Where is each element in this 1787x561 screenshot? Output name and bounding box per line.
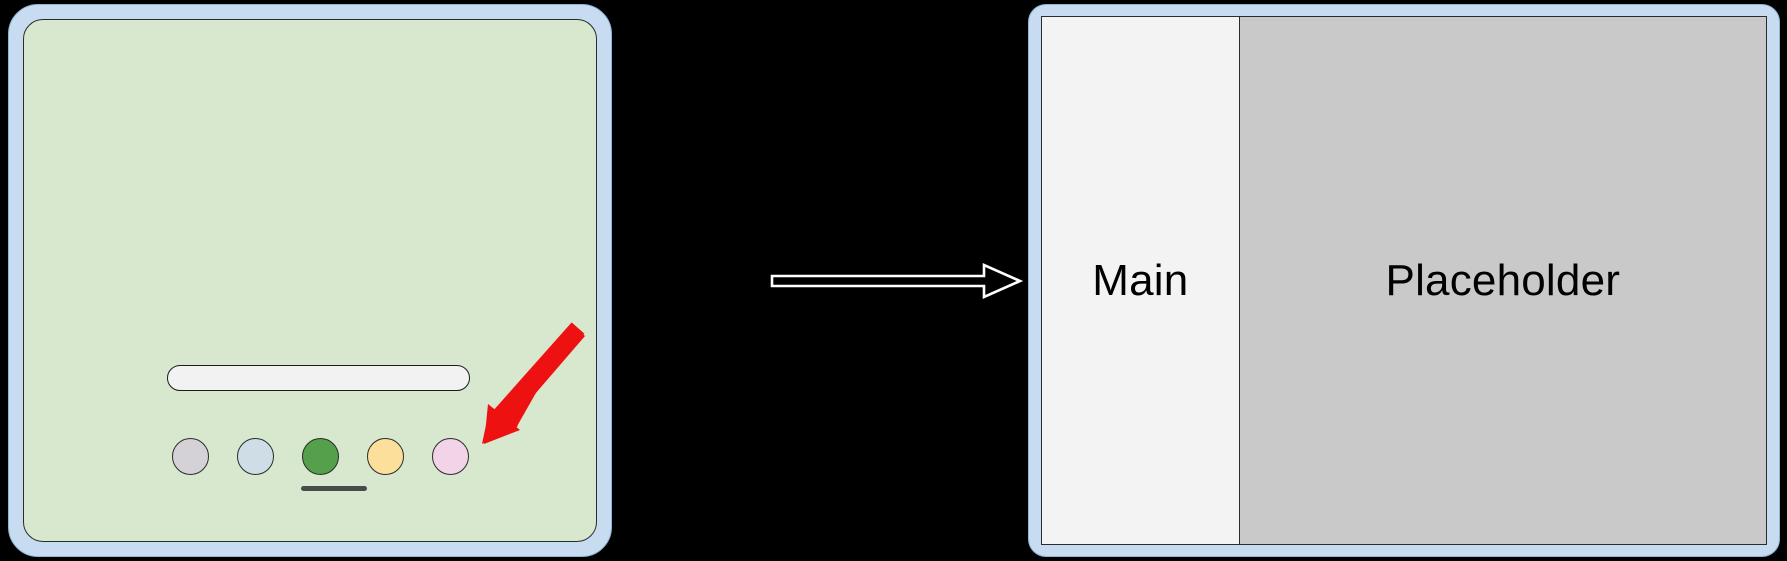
app-icon-grey[interactable] — [172, 437, 209, 475]
pane-main-label: Main — [1092, 255, 1189, 305]
red-arrow-pointer-icon — [482, 322, 585, 444]
device-before-screen — [23, 19, 597, 542]
app-icon-pink[interactable] — [432, 437, 469, 475]
device-before-frame — [8, 4, 612, 557]
device-after-frame: Main Placeholder — [1028, 4, 1780, 557]
app-icon-green[interactable] — [302, 437, 339, 475]
app-icon-blue[interactable] — [237, 437, 274, 475]
transition-arrow-icon — [770, 262, 1024, 300]
app-icon-yellow[interactable] — [367, 437, 404, 475]
pane-placeholder[interactable]: Placeholder — [1239, 17, 1766, 544]
search-input[interactable] — [167, 365, 470, 391]
pane-placeholder-label: Placeholder — [1385, 255, 1621, 305]
app-dock — [172, 430, 492, 482]
home-indicator — [301, 486, 367, 491]
pane-main[interactable]: Main — [1042, 17, 1240, 544]
device-after-screen: Main Placeholder — [1041, 16, 1767, 545]
